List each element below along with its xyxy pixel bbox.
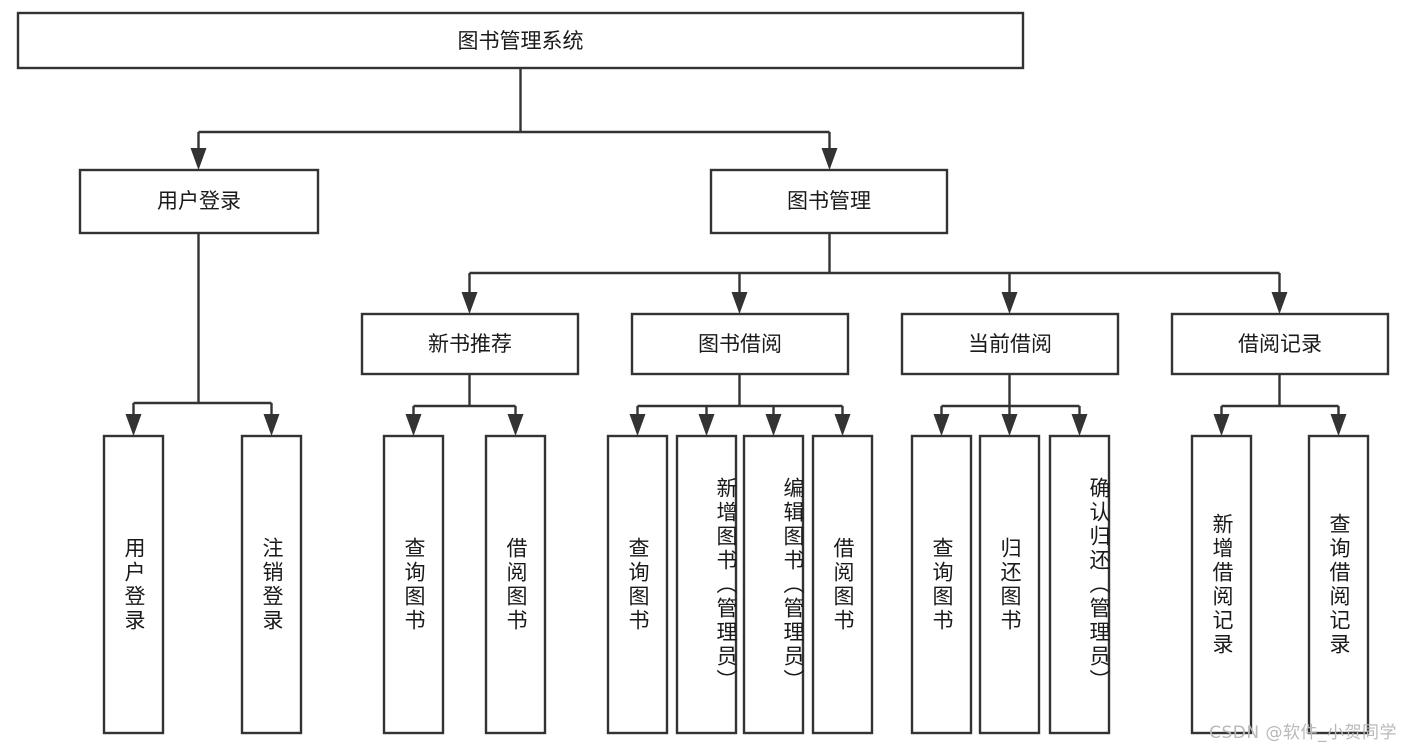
node-borrow-record[interactable]: 借阅记录 xyxy=(1170,312,1390,376)
node-box-shape xyxy=(484,434,547,735)
node-label: 图书借阅 xyxy=(698,332,782,356)
arrow-head-icon xyxy=(1001,292,1018,314)
leaf-node-book-borrow-add[interactable] xyxy=(675,434,738,735)
arrow-head-icon xyxy=(263,414,280,436)
node-new-book-recommend[interactable]: 新书推荐 xyxy=(360,312,580,376)
leaf-node-borrow-record-query[interactable] xyxy=(1307,434,1370,735)
node-label: 当前借阅 xyxy=(968,332,1052,356)
leaf-node-current-borrow-query[interactable] xyxy=(910,434,973,735)
leaf-node-current-borrow-confirm[interactable] xyxy=(1048,434,1111,735)
arrow-head-icon xyxy=(190,148,207,170)
leaf-node-user-login-logout[interactable] xyxy=(240,434,303,735)
leaf-node-book-borrow-edit[interactable] xyxy=(742,434,805,735)
arrow-head-icon xyxy=(507,414,524,436)
connector-root-to-level2 xyxy=(190,68,838,170)
leaf-node-current-borrow-return[interactable] xyxy=(978,434,1041,735)
node-user-login[interactable]: 用户登录 xyxy=(78,168,320,235)
node-box-shape xyxy=(630,312,850,376)
node-label: 图书管理 xyxy=(787,189,871,213)
leaf-node-borrow-record-add[interactable] xyxy=(1190,434,1253,735)
node-box-shape xyxy=(606,434,669,735)
node-box-shape xyxy=(1190,434,1253,735)
node-box-shape xyxy=(16,11,1025,70)
arrow-head-icon xyxy=(1271,292,1288,314)
leaf-node-book-borrow-lend[interactable] xyxy=(811,434,874,735)
arrow-head-icon xyxy=(731,292,748,314)
node-box-shape xyxy=(709,168,949,235)
node-box-shape xyxy=(978,434,1041,735)
node-book-management[interactable]: 图书管理 xyxy=(709,168,949,235)
node-box-shape xyxy=(1170,312,1390,376)
arrow-head-icon xyxy=(765,414,782,436)
leaf-node-new-book-borrow[interactable] xyxy=(484,434,547,735)
node-book-borrow[interactable]: 图书借阅 xyxy=(630,312,850,376)
connector-book-borrow-to-leaves xyxy=(629,374,851,436)
arrow-head-icon xyxy=(405,414,422,436)
arrow-head-icon xyxy=(461,292,478,314)
node-label: 图书管理系统 xyxy=(458,29,584,53)
node-box-shape xyxy=(900,312,1120,376)
node-box-shape xyxy=(1048,434,1111,735)
node-label: 借阅记录 xyxy=(1238,332,1322,356)
arrow-head-icon xyxy=(125,414,142,436)
node-current-borrow[interactable]: 当前借阅 xyxy=(900,312,1120,376)
arrow-head-icon xyxy=(1330,414,1347,436)
csdn-watermark: CSDN @软件_小贺同学 xyxy=(1209,723,1397,743)
arrow-head-icon xyxy=(698,414,715,436)
arrow-head-icon xyxy=(834,414,851,436)
node-label: 用户登录 xyxy=(157,189,241,213)
node-box-shape xyxy=(910,434,973,735)
node-label: 新书推荐 xyxy=(428,332,512,356)
connector-borrow-record-to-leaves xyxy=(1213,374,1347,436)
leaf-node-book-borrow-query[interactable] xyxy=(606,434,669,735)
leaf-node-new-book-query[interactable] xyxy=(382,434,445,735)
arrow-head-icon xyxy=(821,148,838,170)
connector-book-mgmt-to-level3 xyxy=(461,233,1288,314)
node-box-shape xyxy=(382,434,445,735)
node-box-shape xyxy=(78,168,320,235)
arrow-head-icon xyxy=(1213,414,1230,436)
node-box-shape xyxy=(360,312,580,376)
leaf-node-user-login-login[interactable] xyxy=(102,434,165,735)
node-box-shape xyxy=(1307,434,1370,735)
arrow-head-icon xyxy=(629,414,646,436)
connector-new-book-to-leaves xyxy=(405,374,524,436)
node-box-shape xyxy=(742,434,805,735)
node-root[interactable]: 图书管理系统 xyxy=(16,11,1025,70)
arrow-head-icon xyxy=(1071,414,1088,436)
connector-user-login-to-leaves xyxy=(125,233,280,436)
arrow-head-icon xyxy=(933,414,950,436)
node-box-shape xyxy=(675,434,738,735)
node-box-shape xyxy=(811,434,874,735)
node-box-shape xyxy=(102,434,165,735)
connector-current-borrow-to-leaves xyxy=(933,374,1088,436)
node-box-shape xyxy=(240,434,303,735)
arrow-head-icon xyxy=(1001,414,1018,436)
